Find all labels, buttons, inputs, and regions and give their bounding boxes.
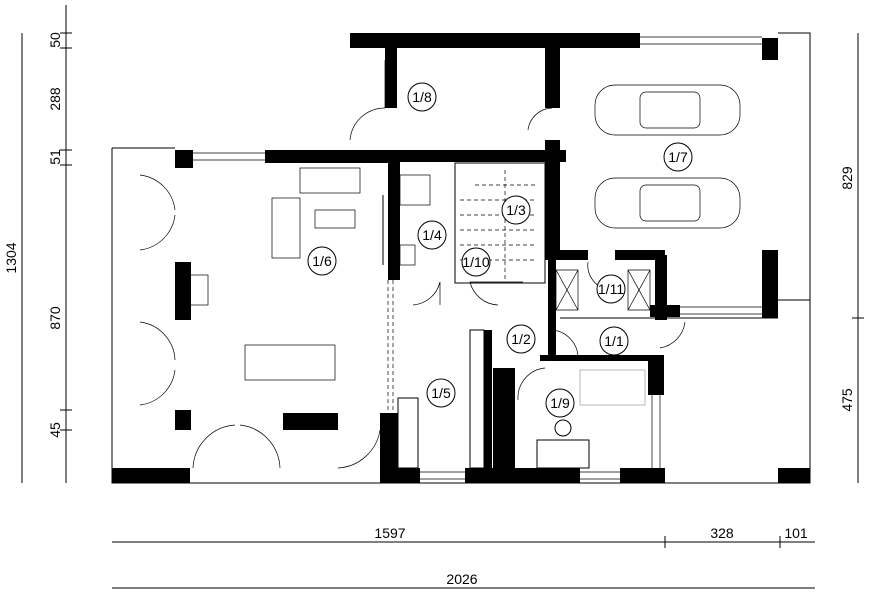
- svg-text:1/10: 1/10: [462, 254, 489, 270]
- dim-left-total: 1304: [3, 242, 19, 273]
- room-labels: 1/1 1/2 1/3 1/4 1/5 1/6 1/7 1/8 1/9 1/10…: [307, 82, 693, 418]
- windows-and-doors: [139, 36, 762, 480]
- svg-text:328: 328: [710, 525, 734, 541]
- svg-text:45: 45: [47, 422, 63, 438]
- room-label: 1/9: [545, 388, 575, 418]
- svg-text:1/3: 1/3: [506, 202, 526, 218]
- outline: [111, 32, 811, 484]
- room-label: 1/2: [506, 324, 536, 354]
- room-label: 1/10: [461, 247, 491, 277]
- svg-text:829: 829: [839, 166, 855, 190]
- svg-text:1/5: 1/5: [431, 385, 451, 401]
- svg-text:1597: 1597: [374, 525, 405, 541]
- car-icon: [594, 84, 741, 136]
- room-label: 1/3: [501, 195, 531, 225]
- room-label: 1/4: [417, 220, 447, 250]
- svg-text:50: 50: [47, 32, 63, 48]
- svg-text:1/1: 1/1: [604, 333, 624, 349]
- svg-text:870: 870: [47, 306, 63, 330]
- svg-text:288: 288: [47, 87, 63, 111]
- car-icon: [594, 177, 741, 229]
- room-label: 1/5: [426, 378, 456, 408]
- svg-text:101: 101: [784, 525, 808, 541]
- room-label: 1/7: [663, 142, 693, 172]
- svg-text:1/4: 1/4: [422, 227, 442, 243]
- room-label: 1/1: [599, 326, 629, 356]
- dim-bottom-total: 2026: [446, 571, 477, 587]
- svg-text:51: 51: [47, 149, 63, 165]
- svg-text:1/11: 1/11: [598, 281, 624, 297]
- svg-text:1/7: 1/7: [668, 149, 688, 165]
- room-label: 1/6: [307, 246, 337, 276]
- svg-text:475: 475: [839, 388, 855, 412]
- walls: [112, 33, 810, 483]
- room-label: 1/11: [596, 274, 626, 304]
- svg-text:1/6: 1/6: [312, 253, 332, 269]
- svg-text:1/2: 1/2: [511, 331, 531, 347]
- dimension-lines: 1304 50 288 51 870 45 829 475 1597 328 1…: [3, 5, 864, 589]
- room-label: 1/8: [407, 82, 437, 112]
- svg-text:1/8: 1/8: [412, 89, 432, 105]
- svg-text:1/9: 1/9: [550, 395, 570, 411]
